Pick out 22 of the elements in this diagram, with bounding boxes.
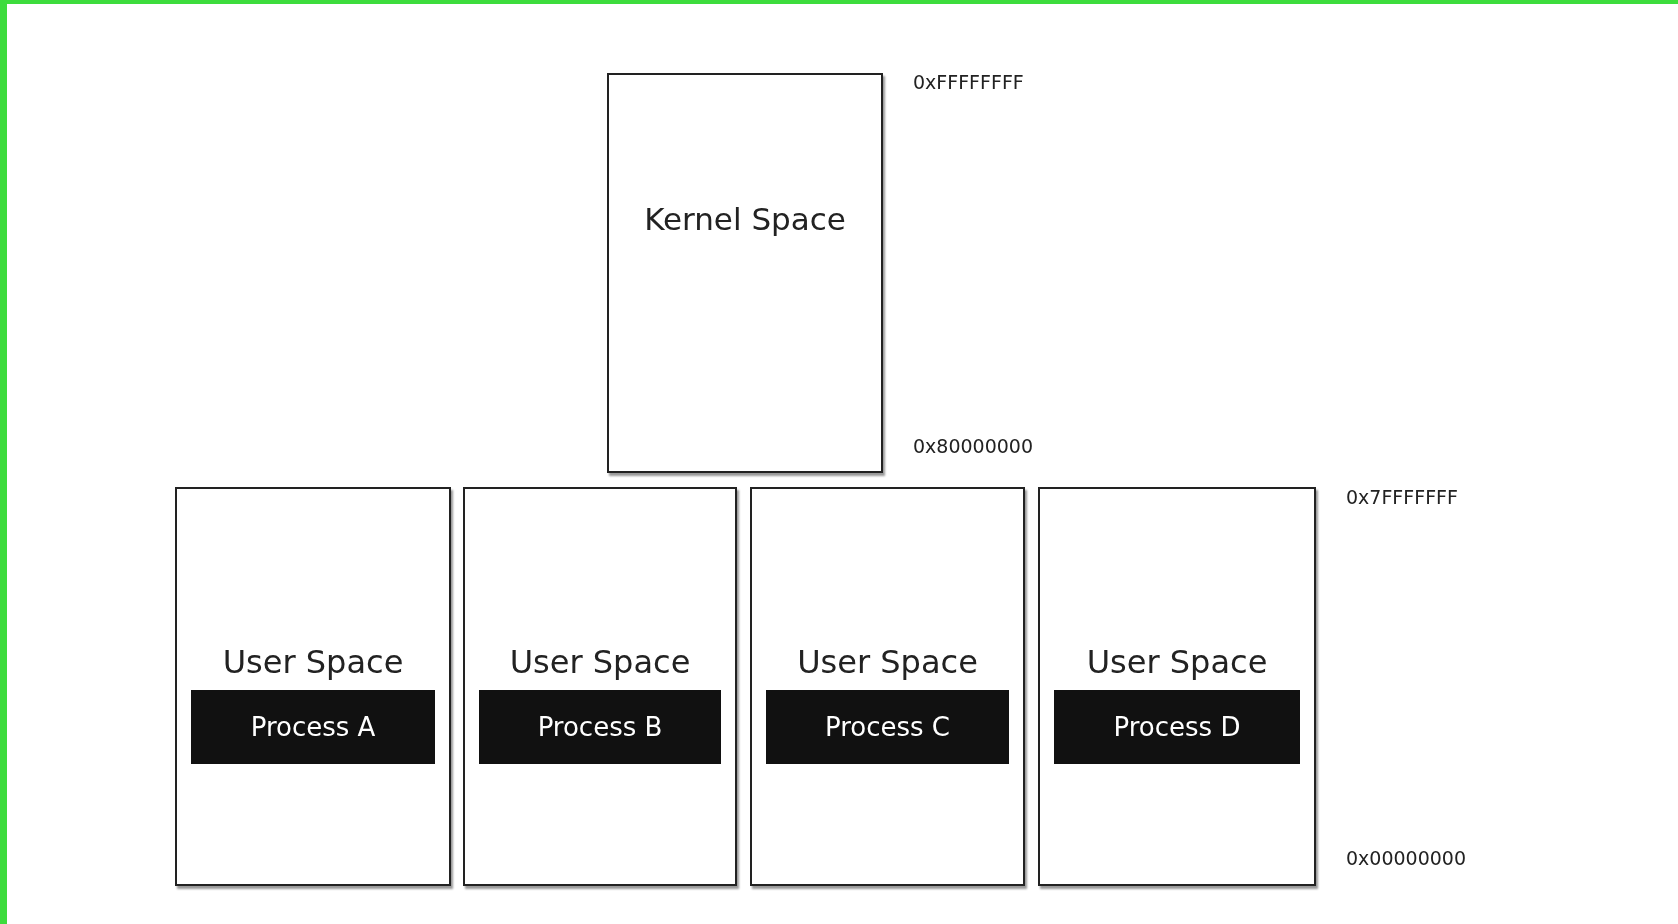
memory-region-box [750, 487, 1025, 886]
process-label: Process C [824, 712, 951, 742]
address-label: 0xFFFFFFFF [913, 71, 1024, 93]
process-label: Process D [1113, 712, 1241, 742]
process-label: Process B [537, 712, 663, 742]
process-bar [479, 690, 721, 764]
memory-region-box [607, 73, 883, 473]
kernel-space-label: Kernel Space [643, 200, 847, 239]
process-label: Process A [250, 712, 376, 742]
memory-region-box [463, 487, 737, 886]
process-bar [1054, 690, 1300, 764]
process-bar [766, 690, 1009, 764]
process-bar [191, 690, 435, 764]
user-space-label: User Space [508, 643, 692, 681]
user-space-label: User Space [1085, 643, 1269, 681]
user-space-label: User Space [221, 643, 405, 681]
address-label: 0x80000000 [913, 435, 1034, 457]
memory-region-box [1038, 487, 1316, 886]
address-label: 0x00000000 [1346, 847, 1467, 869]
address-label: 0x7FFFFFFF [1346, 486, 1458, 508]
user-space-label: User Space [796, 643, 979, 681]
memory-region-box [175, 487, 451, 886]
